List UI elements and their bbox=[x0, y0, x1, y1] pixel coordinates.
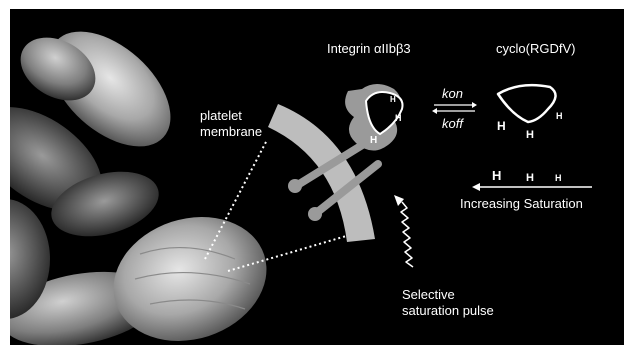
bound-ligand-h-1: H bbox=[390, 95, 396, 104]
kon-label: kon bbox=[442, 86, 463, 101]
integrin-foot-lower bbox=[308, 207, 322, 221]
free-ligand-h-2: H bbox=[526, 129, 534, 141]
saturation-label: Increasing Saturation bbox=[460, 196, 583, 211]
pulse-wave bbox=[401, 202, 413, 267]
membrane-label-line1: platelet bbox=[200, 108, 242, 123]
saturation-arrow-head bbox=[472, 183, 480, 191]
bound-ligand-h-2: H bbox=[395, 113, 402, 123]
figure-panel: H H H Integrin αIIbβ3 cyclo(RGDfV) kon k… bbox=[10, 9, 624, 345]
bound-ligand-h-3: H bbox=[370, 135, 377, 146]
reverse-arrow-head bbox=[432, 108, 437, 114]
saturation-h-small: H bbox=[555, 173, 562, 183]
ligand-label: cyclo(RGDfV) bbox=[496, 41, 575, 56]
saturation-h-medium: H bbox=[526, 172, 534, 184]
membrane-label-line2: membrane bbox=[200, 124, 262, 139]
forward-arrow-head bbox=[472, 102, 477, 108]
integrin-label: Integrin αIIbβ3 bbox=[327, 41, 411, 56]
koff-label: koff bbox=[442, 116, 464, 131]
integrin-foot-upper bbox=[288, 179, 302, 193]
platelet-micrograph bbox=[10, 10, 283, 345]
saturation-pulse-arrow bbox=[394, 195, 413, 267]
pulse-label-line1: Selective bbox=[402, 287, 455, 302]
free-ligand-ring bbox=[498, 85, 556, 122]
saturation-h-large: H bbox=[492, 168, 501, 183]
free-ligand-h-1: H bbox=[497, 119, 506, 133]
diagram-svg: H H H Integrin αIIbβ3 cyclo(RGDfV) kon k… bbox=[10, 9, 624, 345]
free-ligand: H H H bbox=[497, 85, 563, 141]
pulse-label-line2: saturation pulse bbox=[402, 303, 494, 318]
equilibrium-arrows: kon koff bbox=[432, 86, 477, 131]
saturation-indicator: H H H Increasing Saturation bbox=[460, 168, 592, 211]
free-ligand-h-3: H bbox=[556, 111, 563, 121]
pulse-arrow-head bbox=[394, 195, 404, 206]
